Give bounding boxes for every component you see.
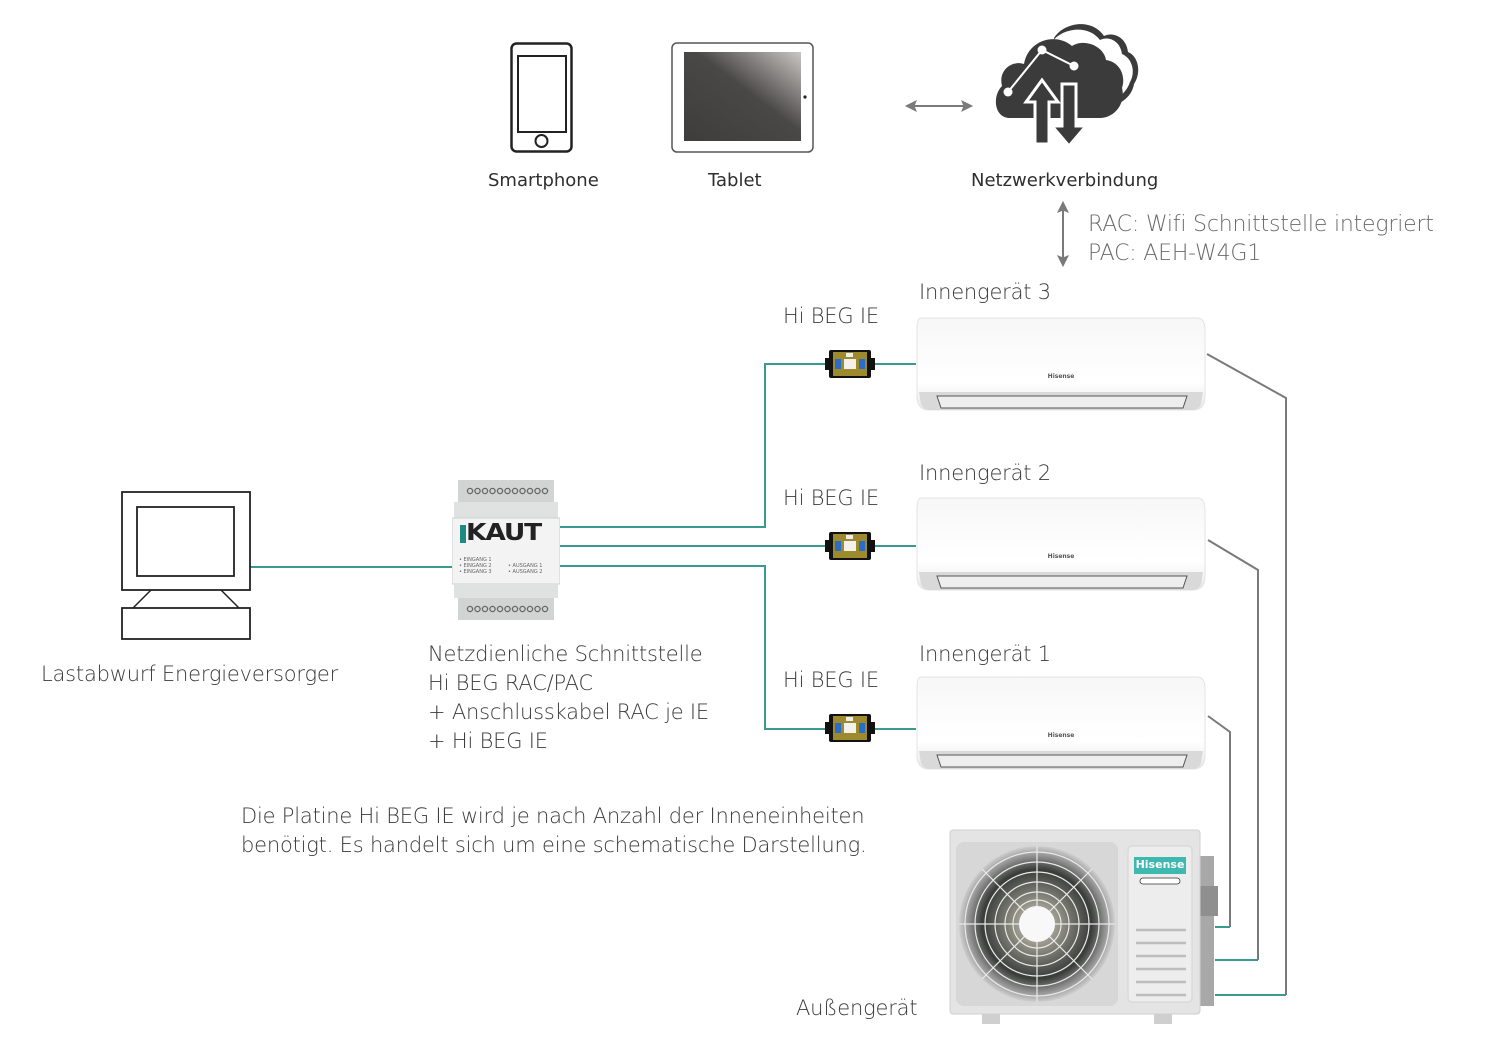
board-3-label: Hi BEG IE	[783, 304, 879, 328]
smartphone-label: Smartphone	[488, 170, 599, 191]
output-label: AUSGANG 1	[512, 563, 543, 569]
cloud-sync-icon	[995, 24, 1139, 148]
interface-caption-line: + Hi BEG IE	[428, 729, 548, 753]
double-arrow-horizontal-icon	[904, 99, 974, 113]
wifi-note: RAC: Wifi Schnittstelle integriert PAC: …	[1088, 210, 1434, 268]
energy-provider-label: Lastabwurf Energieversorger	[41, 662, 339, 686]
wire-interface-to-board-1	[558, 565, 826, 730]
input-label: EINGANG 1	[463, 557, 492, 563]
footnote-line-2: benötigt. Es handelt sich um eine schema…	[241, 833, 867, 857]
hisense-logo: Hisense	[1047, 553, 1075, 560]
pipe-indoor-1-to-outdoor	[1207, 715, 1231, 927]
interface-caption-line: Hi BEG RAC/PAC	[428, 671, 593, 695]
split-ac-indoor-icon	[916, 676, 1206, 770]
footnote-line-1: Die Platine Hi BEG IE wird je nach Anzah…	[241, 804, 865, 828]
footnote: Die Platine Hi BEG IE wird je nach Anzah…	[241, 802, 867, 860]
pipe-indoor-3-to-outdoor	[1206, 353, 1287, 995]
output-label: AUSGANG 2	[512, 569, 543, 575]
interface-caption: Netzdienliche Schnittstelle Hi BEG RAC/P…	[428, 640, 709, 756]
outdoor-unit-label: Außengerät	[796, 996, 918, 1020]
interface-caption-line: + Anschlusskabel RAC je IE	[428, 700, 709, 724]
indoor-unit-1: Hisense	[915, 675, 1207, 771]
outdoor-hisense-logo: Hisense	[1135, 858, 1185, 871]
wifi-note-rac: RAC: Wifi Schnittstelle integriert	[1088, 212, 1434, 237]
circuit-board-icon	[825, 350, 875, 378]
indoor-unit-3: Hisense	[915, 316, 1207, 412]
board-2-label: Hi BEG IE	[783, 486, 879, 510]
wifi-note-pac: PAC: AEH-W4G1	[1088, 241, 1262, 266]
wire-interface-to-board-3	[558, 363, 826, 528]
hisense-logo: Hisense	[1047, 373, 1075, 380]
split-ac-indoor-icon	[916, 317, 1206, 411]
split-ac-indoor-icon	[916, 497, 1206, 591]
indoor-unit-2: Hisense	[915, 496, 1207, 592]
hisense-logo: Hisense	[1047, 732, 1075, 739]
board-1-label: Hi BEG IE	[783, 668, 879, 692]
tablet-icon	[671, 42, 814, 153]
smartphone-icon	[510, 42, 573, 153]
interface-module: KAUT • EINGANG 1 • EINGANG 2 • EINGANG 3…	[452, 480, 560, 620]
circuit-board-icon	[825, 714, 875, 742]
indoor-unit-2-label: Innengerät 2	[919, 461, 1051, 485]
tablet-label: Tablet	[708, 170, 762, 191]
outdoor-unit: Hisense	[948, 826, 1220, 1028]
computer-icon	[121, 491, 251, 640]
network-label: Netzwerkverbindung	[971, 170, 1159, 191]
pipe-indoor-2-to-outdoor	[1207, 539, 1259, 960]
indoor-unit-1-label: Innengerät 1	[919, 642, 1051, 666]
split-ac-outdoor-icon	[949, 829, 1218, 1024]
input-label: EINGANG 3	[463, 569, 492, 575]
interface-caption-line: Netzdienliche Schnittstelle	[428, 642, 703, 666]
circuit-board-icon	[825, 532, 875, 560]
input-label: EINGANG 2	[463, 563, 492, 569]
interface-outputs: • AUSGANG 1 • AUSGANG 2	[508, 563, 543, 575]
kaut-logo: KAUT	[466, 520, 542, 546]
din-rail-housing	[452, 480, 560, 620]
interface-inputs: • EINGANG 1 • EINGANG 2 • EINGANG 3	[459, 557, 492, 575]
indoor-unit-3-label: Innengerät 3	[919, 280, 1051, 304]
double-arrow-vertical-icon	[1056, 200, 1070, 268]
